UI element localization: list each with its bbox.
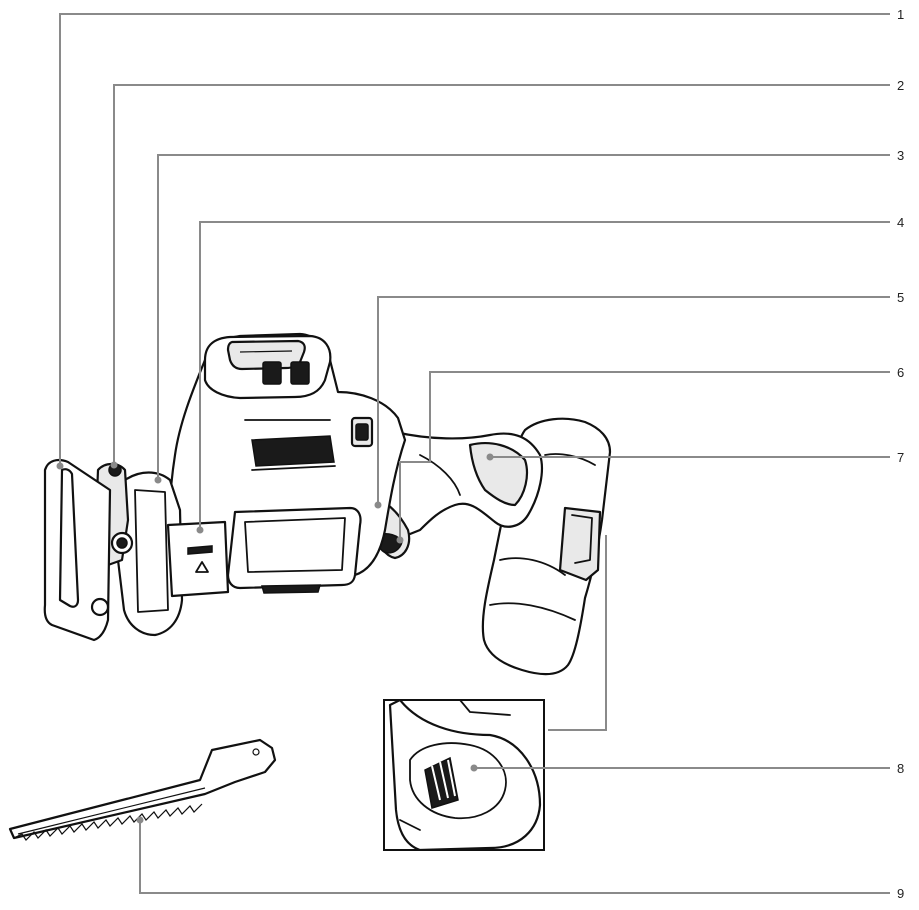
- callout-6: 6: [897, 365, 904, 380]
- callout-5: 5: [897, 290, 904, 305]
- battery-terminal-detail-inset: [383, 699, 545, 851]
- callout-7: 7: [897, 450, 904, 465]
- leader-lines: [59, 13, 890, 894]
- callout-9: 9: [897, 886, 904, 901]
- callout-3: 3: [897, 148, 904, 163]
- leader-dots: [56, 453, 494, 824]
- saw-blade-illustration: [8, 738, 277, 841]
- callout-4: 4: [897, 215, 904, 230]
- callout-1: 1: [897, 7, 904, 22]
- callout-8: 8: [897, 761, 904, 776]
- callout-2: 2: [897, 78, 904, 93]
- callout-labels: 1 2 3 4 5 6 7 8 9: [897, 7, 904, 901]
- reciprocating-saw-illustration: [43, 332, 612, 676]
